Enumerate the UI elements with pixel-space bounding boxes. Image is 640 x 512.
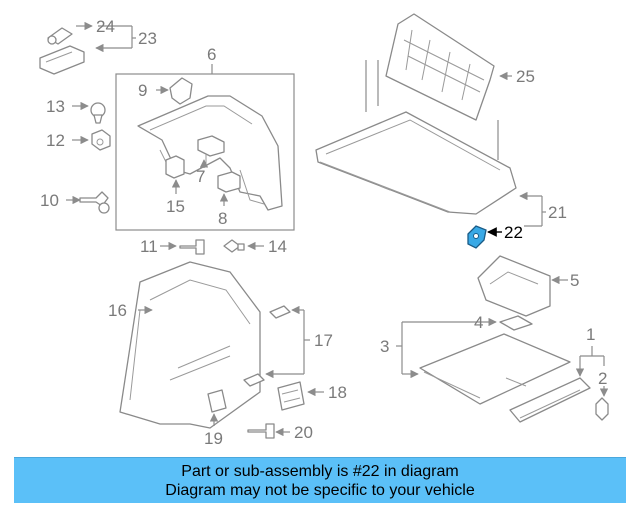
callout-6: 6 <box>207 45 216 64</box>
part-23-lamp-housing[interactable] <box>39 45 85 75</box>
parts-diagram: 24 23 13 12 10 6 9 7 15 <box>39 13 609 448</box>
callout-13: 13 <box>46 97 65 116</box>
part-8-bracket[interactable] <box>217 171 241 193</box>
part-16-side-trim-panel[interactable] <box>119 261 261 429</box>
banner-line-2: Diagram may not be specific to your vehi… <box>165 481 475 499</box>
part-14-bolt[interactable] <box>223 239 245 253</box>
callout-14: 14 <box>268 237 287 256</box>
callout-17: 17 <box>314 331 333 350</box>
callout-5: 5 <box>570 271 579 290</box>
callout-8: 8 <box>218 209 227 228</box>
banner-line-1: Part or sub-assembly is #22 in diagram <box>181 462 459 480</box>
callout-18: 18 <box>328 383 347 402</box>
callout-24: 24 <box>96 17 115 36</box>
part-11-screw[interactable] <box>179 239 205 255</box>
info-banner: Part or sub-assembly is #22 in diagram D… <box>14 457 626 503</box>
part-5-bracket[interactable] <box>477 255 551 317</box>
part-10-push-clip[interactable] <box>79 191 110 214</box>
part-15-retainer[interactable] <box>165 155 185 179</box>
callout-4: 4 <box>474 313 483 332</box>
part-13-clip[interactable] <box>90 102 106 124</box>
callout-25: 25 <box>516 67 535 86</box>
callout-23: 23 <box>138 29 157 48</box>
part-19-cover[interactable] <box>207 389 227 413</box>
callout-7: 7 <box>196 167 205 186</box>
part-12-retainer[interactable] <box>91 129 111 151</box>
callout-12: 12 <box>46 131 65 150</box>
callout-19: 19 <box>204 429 223 448</box>
part-1-sill-plate[interactable] <box>509 377 591 423</box>
part-22-clip-highlighted[interactable] <box>467 225 487 249</box>
callout-2: 2 <box>598 369 607 388</box>
callout-21: 21 <box>548 203 567 222</box>
callout-11: 11 <box>140 237 158 256</box>
part-2-clip[interactable] <box>595 397 609 421</box>
callout-3: 3 <box>380 337 389 356</box>
group-box-6 <box>115 73 295 231</box>
callout-15: 15 <box>166 197 185 216</box>
part-17-screw-lower[interactable] <box>243 373 265 387</box>
part-24-bulb[interactable] <box>47 27 73 45</box>
part-17-screw-upper[interactable] <box>269 305 291 319</box>
part-20-screw[interactable] <box>247 423 275 439</box>
callout-9: 9 <box>138 81 147 100</box>
callout-16: 16 <box>108 301 127 320</box>
part-3-cargo-floor[interactable] <box>419 333 571 405</box>
part-9-clip[interactable] <box>169 77 193 105</box>
callout-10: 10 <box>40 191 59 210</box>
part-4-pad[interactable] <box>499 315 533 331</box>
part-21-cargo-cover[interactable] <box>315 111 517 215</box>
callout-1: 1 <box>586 325 595 344</box>
part-18-clip-strip[interactable] <box>277 381 305 411</box>
callout-22: 22 <box>504 223 523 242</box>
part-25-cargo-net[interactable] <box>385 13 495 121</box>
callout-20: 20 <box>294 423 313 442</box>
